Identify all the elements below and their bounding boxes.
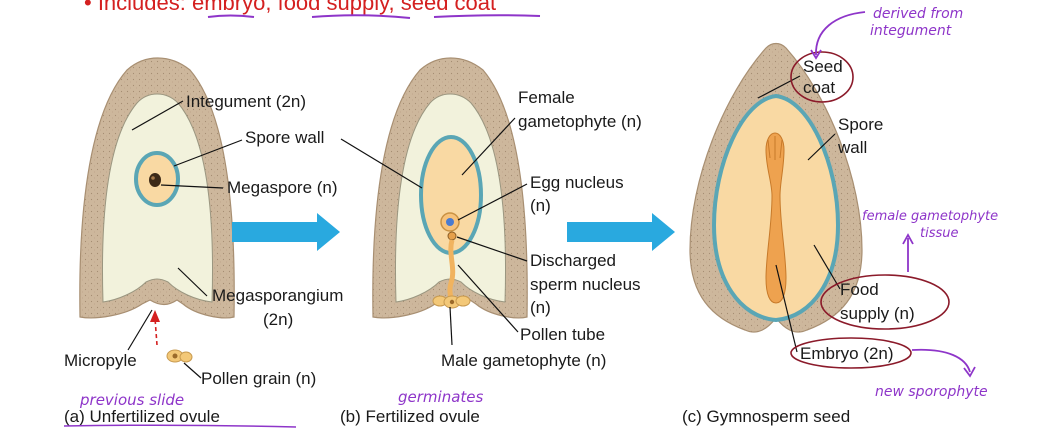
pollen-entry-arrow [154,317,158,346]
arrow-b-to-c [567,213,675,251]
label-spore-wall-a: Spore wall [245,128,324,147]
circle-food-supply [820,274,950,330]
label-seed-coat-1: Seed [803,57,843,76]
annotation-new-sporophyte: new sporophyte [875,384,988,400]
annotation-germinates: germinates [398,388,484,406]
arrow-new-sporophyte [911,348,971,373]
annotation-derived-2: integument [870,23,952,39]
annotation-derived-1: derived from [873,6,963,22]
panel-c-seed [689,42,863,333]
label-food-1: Food [840,280,879,299]
label-megasporangium-2: (2n) [263,310,293,329]
male-gametophyte [432,295,471,309]
annotation-female-tissue-2: tissue [920,226,959,241]
label-spore-wall-c-2: wall [837,138,867,157]
circle-seed-coat [790,51,854,103]
arrow-a-to-b [232,213,340,251]
panel-a-ovule [79,57,235,363]
sperm-nucleus [447,231,457,241]
caption-a: (a) Unfertilized ovule [64,407,220,426]
label-megaspore: Megaspore (n) [227,178,338,197]
label-pollen-grain: Pollen grain (n) [201,369,316,388]
label-spore-wall-c-1: Spore [838,115,883,134]
panel-b-ovule [372,57,528,319]
pollen-tube [447,239,456,302]
arrow-derived [815,11,866,56]
annotation-previous-slide: previous slide [79,391,184,409]
label-embryo: Embryo (2n) [800,344,894,363]
label-male-gametophyte: Male gametophyte (n) [441,351,606,370]
label-egg-nucleus-2: (n) [530,196,551,215]
top-bullet-line: • Includes: embryo, food supply, seed co… [84,0,496,15]
circle-embryo [790,337,912,369]
label-discharged-2: sperm nucleus [530,275,641,294]
label-discharged-1: Discharged [530,251,616,270]
label-micropyle: Micropyle [64,351,137,370]
caption-c: (c) Gymnosperm seed [682,407,850,426]
megaspore-nucleus [149,173,161,187]
label-discharged-3: (n) [530,298,551,317]
underline-embryo [207,14,255,18]
label-female-2: gametophyte (n) [518,112,642,131]
label-egg-nucleus-1: Egg nucleus [530,173,624,192]
embryo-shape [765,132,787,304]
label-food-2: supply (n) [840,304,915,323]
label-integument: Integument (2n) [186,92,306,111]
underline-seed-coat [433,14,541,18]
pollen-grain [166,349,193,363]
caption-b: (b) Fertilized ovule [340,407,480,426]
label-seed-coat-2: coat [803,78,835,97]
underline-food-supply [311,14,411,19]
label-megasporangium-1: Megasporangium [212,286,343,305]
label-female-1: Female [518,88,575,107]
label-pollen-tube: Pollen tube [520,325,605,344]
annotation-female-tissue-1: female gametophyte [862,209,998,224]
